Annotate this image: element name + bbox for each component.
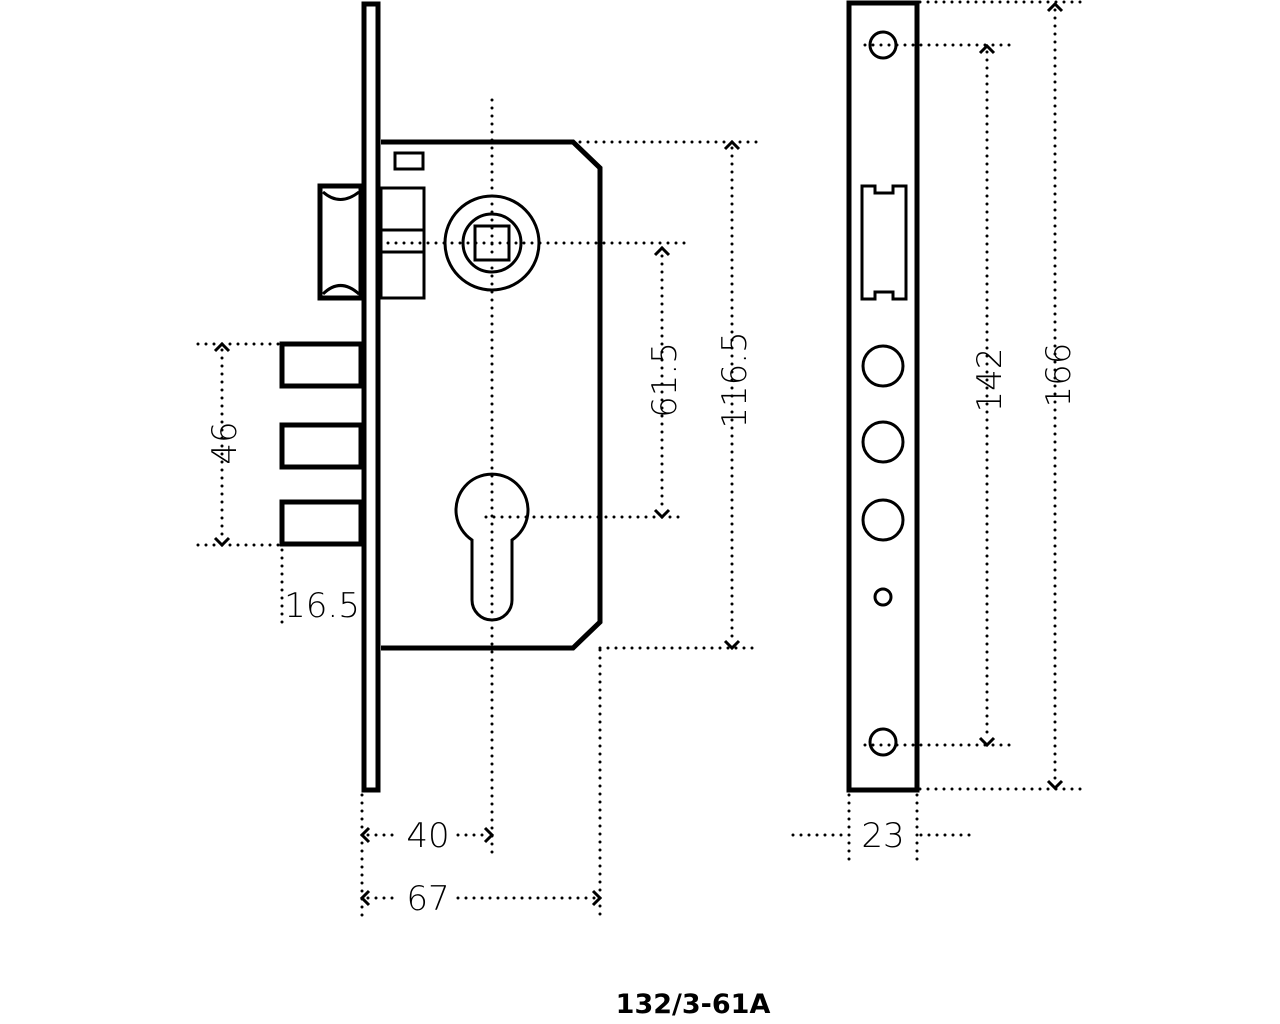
dim-screw-spacing: 142 bbox=[970, 348, 1010, 413]
arrowheads bbox=[213, 139, 741, 907]
bolt-hole-2 bbox=[861, 420, 905, 464]
front-arrowheads bbox=[978, 1, 1064, 791]
indicator-slot bbox=[393, 151, 425, 171]
bolt-hole-3 bbox=[861, 498, 905, 542]
dim-case-depth: 67 bbox=[406, 879, 449, 919]
front-view: 142 166 23 bbox=[791, 0, 1087, 867]
screw-hole-bottom bbox=[868, 727, 898, 757]
front-faceplate bbox=[846, 0, 920, 793]
dim-spindle-to-cylinder: 61.5 bbox=[645, 342, 685, 418]
side-view: 46 16.5 61.5 116.5 40 67 bbox=[196, 1, 762, 922]
faceplate bbox=[361, 1, 381, 793]
dim-case-height: 116.5 bbox=[715, 331, 755, 428]
dim-faceplate-width: 23 bbox=[861, 816, 904, 856]
dim-bolt-span: 46 bbox=[205, 421, 245, 464]
latch-bolt bbox=[317, 183, 364, 301]
deadbolt-1 bbox=[279, 341, 364, 389]
latch-opening bbox=[860, 184, 908, 301]
small-hole bbox=[873, 587, 893, 607]
lock-case bbox=[381, 139, 603, 651]
deadbolt-3 bbox=[279, 499, 364, 547]
cylinder-keyhole bbox=[454, 472, 530, 622]
deadbolt-2 bbox=[279, 422, 364, 470]
dim-bolt-offset: 16.5 bbox=[284, 586, 360, 626]
model-title: 132/3-61A bbox=[616, 989, 771, 1020]
bolt-hole-1 bbox=[861, 344, 905, 388]
dim-backset: 40 bbox=[406, 816, 449, 856]
dim-faceplate-length: 166 bbox=[1039, 343, 1079, 408]
